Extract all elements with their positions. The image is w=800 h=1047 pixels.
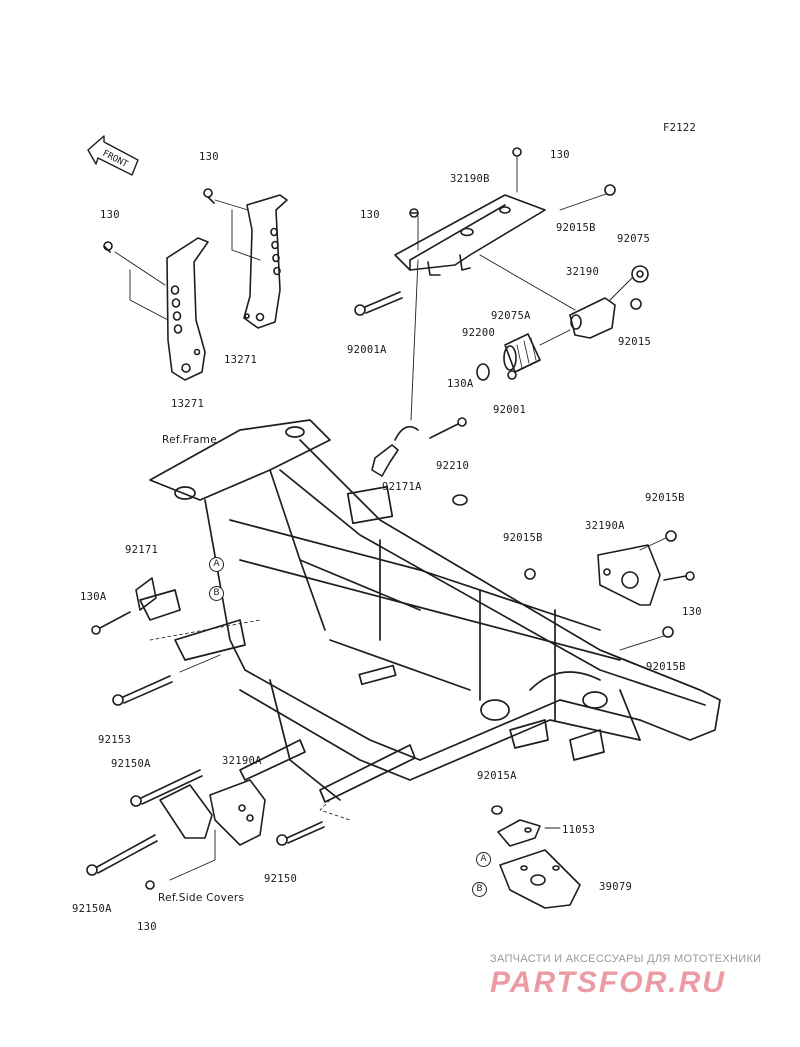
nut-92015B-lower (662, 626, 674, 638)
part-label: 130 (550, 149, 570, 161)
part-label: 130 (682, 606, 702, 618)
callout-b: B (209, 586, 224, 601)
ref-side-covers: Ref.Side Covers (158, 892, 245, 904)
part-label: 13271 (224, 354, 258, 366)
part-label: 32190A (222, 755, 262, 767)
part-label: 92171 (125, 544, 159, 556)
bracket-13271-left (166, 237, 209, 381)
bolt-92001 (507, 359, 541, 380)
callout-a: A (209, 557, 224, 572)
part-label: 92001 (493, 404, 527, 416)
nut-92015A (491, 805, 503, 815)
part-label: 92150 (264, 873, 298, 885)
bolt-92150A-lower (86, 834, 158, 876)
part-label: 92015B (645, 492, 685, 504)
bolt-130-icon (203, 188, 215, 204)
part-label: 92210 (436, 460, 470, 472)
clamp-92171 (135, 577, 157, 611)
nut-130-icon (409, 208, 419, 218)
part-label: 92150A (111, 758, 151, 770)
part-label: 92171A (382, 481, 422, 493)
bushing-92075A (503, 333, 541, 373)
bolt-130A-upper (429, 417, 467, 439)
bolt-92153 (112, 654, 221, 706)
figure-code: F2122 (663, 122, 697, 134)
part-label: 92015A (477, 770, 517, 782)
part-label: 130 (360, 209, 380, 221)
watermark-tagline: ЗАПЧАСТИ И АКСЕССУАРЫ ДЛЯ МОТОТЕХНИКИ (490, 953, 762, 965)
part-label: 39079 (599, 881, 633, 893)
bolt-92150 (276, 821, 325, 846)
nut-92015 (630, 298, 642, 310)
clamp-92171A (371, 259, 419, 477)
bolt-130-icon (103, 241, 113, 253)
watermark-logo: PARTSFOR.RU (490, 966, 726, 999)
part-label: 92015B (646, 661, 686, 673)
clip-11053 (497, 819, 541, 847)
part-label: 130 (100, 209, 120, 221)
nut-92015B-right (665, 530, 677, 542)
part-label: 92075A (491, 310, 531, 322)
part-label: 32190B (450, 173, 490, 185)
part-label: 32190A (585, 520, 625, 532)
bracket-32190A-right (597, 544, 661, 606)
bolt-92001A (354, 291, 403, 316)
bolt-130A-left (91, 611, 131, 635)
plate-39079 (499, 849, 581, 909)
callout-b-lower: B (472, 882, 487, 897)
bolt-130-lower (145, 880, 155, 890)
part-label: 130A (80, 591, 107, 603)
part-label: 92075 (617, 233, 651, 245)
part-label: 92015 (618, 336, 652, 348)
atv-frame (139, 419, 721, 803)
collar-92210 (452, 494, 468, 506)
part-label: 130 (137, 921, 157, 933)
part-label: 130A (447, 378, 474, 390)
bolt-92150A-upper (130, 769, 203, 807)
ref-frame: Ref.Frame (162, 434, 217, 446)
nut-92015B-top (604, 184, 616, 196)
part-label: 11053 (562, 824, 596, 836)
front-arrow-icon (87, 135, 139, 176)
mount-32190B (394, 147, 546, 276)
part-label: 92150A (72, 903, 112, 915)
part-label: 92200 (462, 327, 496, 339)
part-label: 92153 (98, 734, 132, 746)
part-label: 130 (199, 151, 219, 163)
part-label: 92001A (347, 344, 387, 356)
washer-92200 (476, 363, 490, 381)
washer-92075 (631, 265, 649, 283)
bolt-130-right (663, 571, 695, 581)
bracket-13271-right (243, 194, 288, 329)
part-label: 13271 (171, 398, 205, 410)
bracket-32190 (479, 254, 616, 339)
part-label: 32190 (566, 266, 600, 278)
part-label: 92015B (556, 222, 596, 234)
bracket-32190A-lower (159, 779, 266, 846)
callout-a-lower: A (476, 852, 491, 867)
nut-92015B-mid (524, 568, 536, 580)
part-label: 92015B (503, 532, 543, 544)
